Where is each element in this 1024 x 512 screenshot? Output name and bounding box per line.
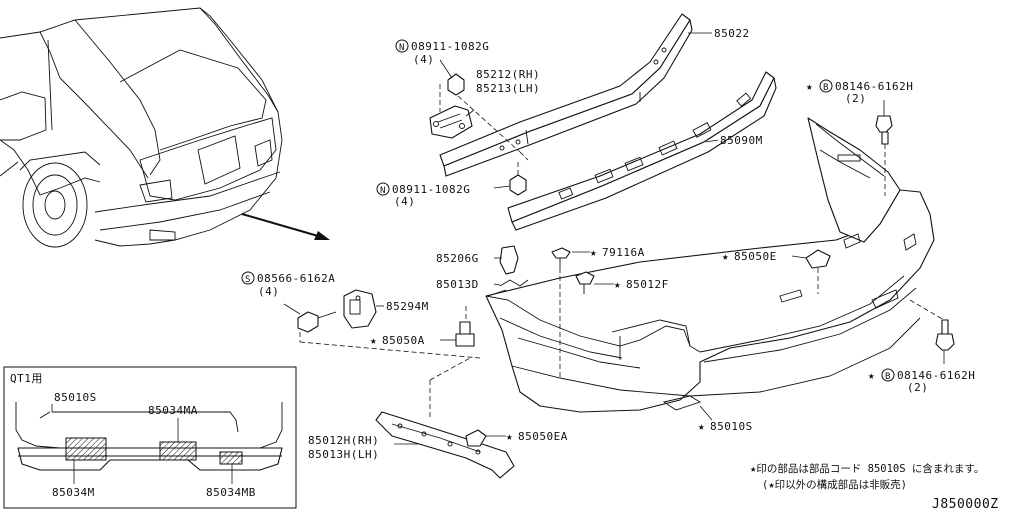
label-85012f: 85012F	[626, 278, 669, 291]
direction-arrow	[241, 213, 330, 240]
label-85022: 85022	[714, 27, 750, 40]
inset-label-85010s: 85010S	[54, 391, 97, 404]
label-85050ea: 85050EA	[518, 430, 568, 443]
label-85010s-group: ★ 85010S	[698, 420, 753, 433]
bumper-fascia-85010s	[485, 117, 935, 421]
inset-label-85034m: 85034M	[52, 486, 95, 499]
label-79116a: 79116A	[602, 246, 645, 259]
bracket-85212	[429, 84, 529, 161]
label-85050e: 85050E	[734, 250, 777, 263]
reinforcement-85022	[439, 13, 712, 177]
symbol-glyph: ★	[868, 369, 875, 382]
clip-79116a	[551, 247, 590, 380]
symbol-glyph: ★	[698, 420, 705, 433]
nut-symbol-top: N	[395, 39, 409, 53]
absorber-85090m	[507, 71, 777, 231]
clip-85050e	[791, 249, 831, 294]
clip-85013d	[493, 279, 529, 287]
label-08146-bot-qty: (2)	[907, 381, 928, 394]
symbol-glyph: ★	[614, 278, 621, 291]
label-08146-top: 08146-6162H	[835, 80, 913, 93]
label-85013d: 85013D	[436, 278, 479, 291]
symbol-glyph: B	[823, 83, 829, 93]
label-85050ea-group: ★ 85050EA	[506, 430, 568, 443]
bolt-symbol-bottom: ★ B	[868, 368, 895, 382]
grommet-85206g	[494, 245, 519, 275]
label-85206g: 85206G	[436, 252, 479, 265]
label-85212: 85212(RH)	[476, 68, 540, 81]
screw-symbol: S	[241, 271, 255, 285]
inset-qt1	[3, 366, 297, 509]
label-08566: 08566-6162A	[257, 272, 335, 285]
nut-top	[439, 59, 465, 96]
label-85010s: 85010S	[710, 420, 753, 433]
label-08146-bot: 08146-6162H	[897, 369, 975, 382]
label-08911-mid-qty: (4)	[394, 195, 415, 208]
symbol-glyph: ★	[370, 334, 377, 347]
label-79116a-group: ★ 79116A	[590, 246, 645, 259]
diagram-id: J850000Z	[932, 497, 999, 512]
label-85213: 85213(LH)	[476, 82, 540, 95]
label-08911-top: 08911-1082G	[411, 40, 489, 53]
symbol-glyph: N	[399, 43, 405, 53]
symbol-glyph: S	[245, 275, 251, 285]
bracket-85294m	[283, 289, 481, 359]
symbol-glyph: ★	[806, 80, 813, 93]
note-line-1: ★印の部品は部品コード 85010S に含まれます。	[750, 462, 984, 475]
clip-85012f	[575, 271, 614, 294]
clip-85050a	[440, 306, 475, 347]
label-85012f-group: ★ 85012F	[614, 278, 669, 291]
label-85294m: 85294M	[386, 300, 429, 313]
symbol-glyph: ★	[590, 246, 597, 259]
label-08566-qty: (4)	[258, 285, 279, 298]
label-08911-mid: 08911-1082G	[392, 183, 470, 196]
bracket-85012h	[375, 357, 515, 479]
label-85050a: 85050A	[382, 334, 425, 347]
inset-label-85034mb: 85034MB	[206, 486, 256, 499]
inset-label-85034ma: 85034MA	[148, 404, 198, 417]
symbol-glyph: ★	[506, 430, 513, 443]
label-85050a-group: ★ 85050A	[370, 334, 425, 347]
symbol-glyph: ★	[722, 250, 729, 263]
note-line-2: (★印以外の構成部品は非販売)	[762, 478, 907, 491]
symbol-glyph: B	[885, 372, 891, 382]
vehicle-rear-view	[0, 7, 283, 248]
symbol-glyph: N	[380, 186, 386, 196]
bolt-bottom	[909, 299, 955, 364]
label-85090m: 85090M	[720, 134, 763, 147]
nut-mid	[493, 162, 527, 196]
label-08911-top-qty: (4)	[413, 53, 434, 66]
inset-title: QT1用	[10, 372, 43, 385]
label-85050e-group: ★ 85050E	[722, 250, 777, 263]
bolt-top	[875, 100, 893, 196]
label-85013h: 85013H(LH)	[308, 448, 379, 461]
label-85012h: 85012H(RH)	[308, 434, 379, 447]
bolt-symbol-top: ★ B	[806, 79, 833, 93]
label-08146-top-qty: (2)	[845, 92, 866, 105]
nut-symbol-mid: N	[376, 182, 390, 196]
